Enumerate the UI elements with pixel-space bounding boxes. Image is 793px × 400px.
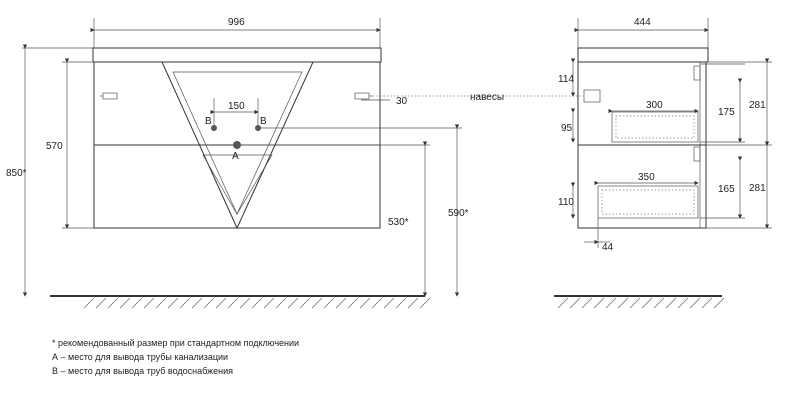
floor-hatch-line bbox=[665, 297, 677, 309]
hanger-left bbox=[102, 92, 118, 100]
floor-hatch-line bbox=[191, 297, 203, 309]
hangers-label: навесы bbox=[470, 92, 504, 103]
floor-hatch-line bbox=[263, 297, 275, 309]
floor-hatch-line bbox=[215, 297, 227, 309]
dim-module-height-2: 281 bbox=[749, 183, 766, 194]
v-handle-inner bbox=[172, 71, 303, 215]
dim-back-offset: 44 bbox=[602, 242, 614, 253]
dim-upper-drawer-height: 175 bbox=[718, 107, 735, 118]
floor-hatch-line bbox=[689, 297, 701, 309]
outlet-point-a bbox=[233, 141, 241, 149]
dim-width: 996 bbox=[228, 17, 245, 28]
floor-hatch-line bbox=[605, 297, 617, 309]
floor-hatch-line bbox=[593, 297, 605, 309]
floor-hatch-line bbox=[203, 297, 215, 309]
floor-hatch-line bbox=[347, 297, 359, 309]
side-countertop bbox=[577, 47, 709, 63]
floor-hatch-line bbox=[155, 297, 167, 309]
floor-hatch-line bbox=[617, 297, 629, 309]
label-b-right: B bbox=[260, 116, 267, 127]
floor-hatch-line bbox=[299, 297, 311, 309]
side-view: 444 114 95 110 300 350 175 165 281 281 bbox=[554, 17, 772, 309]
supply-point-b-left bbox=[211, 125, 217, 131]
front-floor-hatch bbox=[83, 297, 431, 309]
upper-drawer bbox=[611, 111, 699, 143]
floor-hatch-line bbox=[179, 297, 191, 309]
dim-depth: 444 bbox=[634, 17, 651, 28]
floor-hatch-line bbox=[557, 297, 569, 309]
floor-hatch-line bbox=[323, 297, 335, 309]
notes: * рекомендованный размер при стандартном… bbox=[52, 338, 299, 376]
side-floor-hatch bbox=[557, 297, 725, 309]
floor-hatch-line bbox=[371, 297, 383, 309]
dim-body-height: 570 bbox=[46, 141, 63, 152]
label-a: A bbox=[232, 151, 239, 162]
dim-outlet-height: 530* bbox=[388, 217, 409, 228]
floor-hatch-line bbox=[569, 297, 581, 309]
floor-hatch-line bbox=[107, 297, 119, 309]
label-b-left: B bbox=[205, 116, 212, 127]
note-b-supply: В – место для вывода труб водоснабжения bbox=[52, 366, 233, 376]
floor-hatch-line bbox=[581, 297, 593, 309]
floor-hatch-line bbox=[677, 297, 689, 309]
dim-upper-drawer-width: 300 bbox=[646, 100, 663, 111]
v-handle-cutout bbox=[202, 154, 273, 215]
floor-hatch-line bbox=[359, 297, 371, 309]
floor-hatch-line bbox=[167, 297, 179, 309]
dim-lower-offset: 110 bbox=[558, 197, 574, 208]
dim-hanger-offset: 30 bbox=[396, 96, 408, 107]
floor-hatch-line bbox=[419, 297, 431, 309]
floor-hatch-line bbox=[239, 297, 251, 309]
lower-drawer bbox=[597, 185, 699, 219]
floor-hatch-line bbox=[713, 297, 725, 309]
floor-hatch-line bbox=[227, 297, 239, 309]
side-hanger bbox=[583, 89, 601, 103]
dim-pipe-spacing: 150 bbox=[228, 101, 245, 112]
dim-module-height-1: 281 bbox=[749, 100, 766, 111]
floor-hatch-line bbox=[143, 297, 155, 309]
floor-hatch-line bbox=[119, 297, 131, 309]
front-view: B B A 150 30 996 850* 570 530* bbox=[6, 17, 584, 309]
floor-hatch-line bbox=[395, 297, 407, 309]
floor-hatch-line bbox=[83, 297, 95, 309]
floor-hatch-line bbox=[287, 297, 299, 309]
front-countertop bbox=[92, 47, 382, 63]
hanger-right bbox=[354, 92, 370, 100]
floor-hatch-line bbox=[701, 297, 713, 309]
supply-point-b-right bbox=[255, 125, 261, 131]
dim-supply-height: 590* bbox=[448, 208, 469, 219]
floor-hatch-line bbox=[311, 297, 323, 309]
floor-hatch-line bbox=[131, 297, 143, 309]
dim-top-offset: 114 bbox=[558, 74, 574, 85]
floor-hatch-line bbox=[251, 297, 263, 309]
dim-lower-drawer-width: 350 bbox=[638, 172, 655, 183]
floor-hatch-line bbox=[629, 297, 641, 309]
floor-hatch-line bbox=[95, 297, 107, 309]
floor-hatch-line bbox=[275, 297, 287, 309]
floor-hatch-line bbox=[653, 297, 665, 309]
dim-total-height: 850* bbox=[6, 168, 27, 179]
floor-hatch-line bbox=[641, 297, 653, 309]
dim-drawer-gap: 95 bbox=[561, 123, 573, 134]
dim-lower-drawer-height: 165 bbox=[718, 184, 735, 195]
floor-hatch-line bbox=[383, 297, 395, 309]
note-recommended: * рекомендованный размер при стандартном… bbox=[52, 338, 299, 348]
floor-hatch-line bbox=[407, 297, 419, 309]
floor-hatch-line bbox=[335, 297, 347, 309]
note-a-drain: А – место для вывода трубы канализации bbox=[52, 352, 228, 362]
